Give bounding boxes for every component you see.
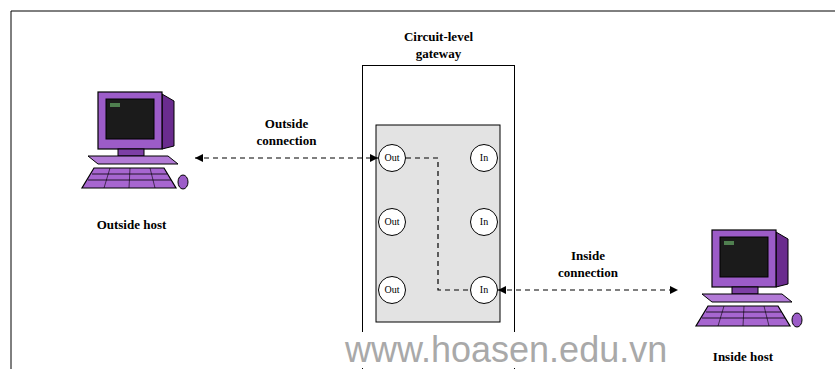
host-label: Inside host [713, 349, 773, 365]
port-circle: Out [378, 208, 406, 236]
connection-line [195, 157, 378, 158]
port-circle: In [470, 208, 498, 236]
port-label: In [480, 285, 488, 295]
connection-label: Outside connection [240, 115, 334, 150]
port-circle: Out [378, 144, 406, 172]
connection-label: Inside connection [541, 247, 635, 282]
port-label: Out [385, 153, 400, 163]
host-node: Outside host [68, 88, 195, 233]
computer-icon [696, 230, 802, 327]
gateway-box: Circuit-level gatewayOutInOutInOutIn [362, 65, 515, 369]
frame-line [11, 11, 835, 369]
connection-line [406, 158, 470, 290]
port-label: Out [385, 285, 400, 295]
host-label: Outside host [97, 217, 167, 233]
port-circle: Out [378, 276, 406, 304]
connection-line [498, 289, 678, 290]
gateway-title: Circuit-level gateway [387, 28, 491, 63]
port-label: In [480, 153, 488, 163]
port-label: Out [385, 217, 400, 227]
inner-panel [376, 125, 500, 322]
port-label: In [480, 217, 488, 227]
computer-icon [82, 92, 188, 189]
watermark: www.hoasen.edu.vn [345, 332, 667, 368]
host-node: Inside host [678, 225, 808, 365]
port-circle: In [470, 276, 498, 304]
port-circle: In [470, 144, 498, 172]
